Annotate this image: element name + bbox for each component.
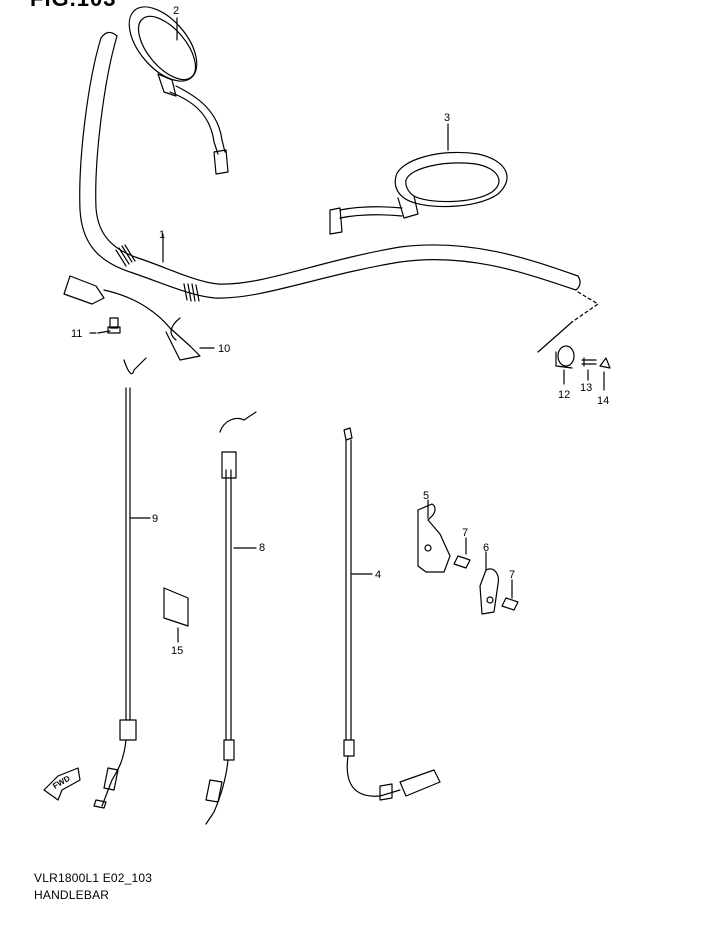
callout-13: 13 <box>580 382 592 394</box>
callout-leaders <box>89 17 605 643</box>
figure-number: FIG.103 <box>30 0 116 12</box>
bolt-7-part <box>453 555 519 611</box>
left-mirror-part <box>128 6 229 175</box>
callout-12: 12 <box>558 389 570 401</box>
throttle-cable-9-part <box>93 357 147 809</box>
figure-title: HANDLEBAR <box>34 888 110 902</box>
callout-8: 8 <box>259 542 265 554</box>
callout-1: 1 <box>159 229 165 241</box>
clamp-6-part <box>479 568 499 615</box>
callout-2: 2 <box>173 5 179 17</box>
callout-14: 14 <box>597 395 609 407</box>
callout-7b: 7 <box>509 569 515 581</box>
figure-code: VLR1800L1 E02_103 <box>34 871 153 885</box>
clutch-cable-4-part <box>343 427 441 801</box>
fwd-arrow-icon <box>43 767 81 801</box>
throttle-cable-8-part <box>205 411 257 825</box>
callout-6: 6 <box>483 542 489 554</box>
label-15-part <box>163 587 189 627</box>
callout-3: 3 <box>444 112 450 124</box>
callout-15: 15 <box>171 645 183 657</box>
bolt-11-part <box>97 317 121 334</box>
end-weight-part <box>555 345 611 369</box>
right-mirror-part <box>329 151 508 235</box>
callout-5: 5 <box>423 490 429 502</box>
callout-10: 10 <box>218 343 230 355</box>
callout-11: 11 <box>71 328 82 340</box>
bracket-5-part <box>417 503 451 573</box>
cable-guide-part <box>63 275 201 361</box>
callout-4: 4 <box>375 569 381 581</box>
handlebar-part <box>79 31 599 353</box>
callout-7a: 7 <box>462 527 468 539</box>
callout-9: 9 <box>152 513 158 525</box>
